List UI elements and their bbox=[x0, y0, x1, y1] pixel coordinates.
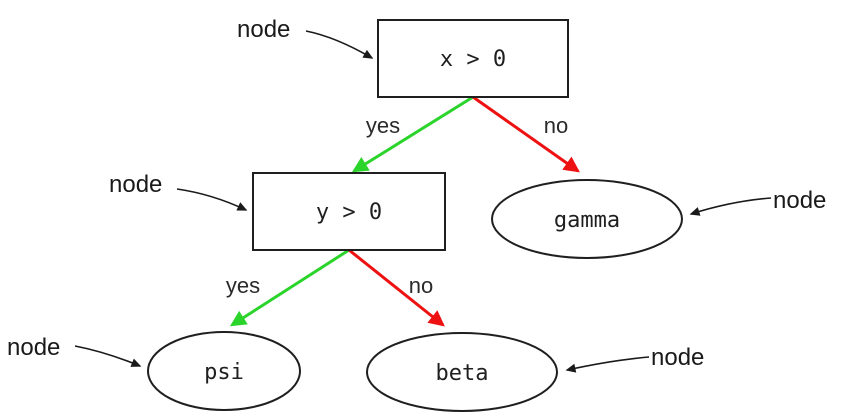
node-beta-label: beta bbox=[436, 361, 489, 386]
annotation-label-ytest: node bbox=[109, 171, 162, 198]
edge-label-no-2: no bbox=[409, 273, 433, 298]
annotation-label-psi: node bbox=[7, 334, 60, 361]
node-psi-label: psi bbox=[204, 360, 244, 385]
annotation-label-beta: node bbox=[651, 344, 704, 371]
annotation-label-gamma: node bbox=[773, 187, 826, 214]
annotation-arrow-root bbox=[305, 30, 374, 59]
node-psi-ellipse bbox=[147, 331, 301, 411]
node-gamma-label: gamma bbox=[554, 208, 620, 233]
annotation-arrow-gamma bbox=[689, 197, 772, 216]
edges: yes no yes no bbox=[226, 95, 580, 327]
node-gamma-ellipse bbox=[491, 179, 683, 259]
node-root-box bbox=[377, 19, 569, 98]
edge-label-yes-1: yes bbox=[366, 113, 400, 138]
edge-label-no-1: no bbox=[544, 113, 568, 138]
annotation-arrow-psi bbox=[74, 345, 142, 367]
edge-label-yes-2: yes bbox=[226, 273, 260, 298]
edge-root-no bbox=[472, 95, 580, 173]
annotation-arrow-beta bbox=[565, 356, 650, 373]
annotations: node node node node node bbox=[7, 16, 826, 373]
edge-ytest-yes bbox=[229, 248, 350, 327]
node-root-label: x > 0 bbox=[440, 47, 506, 72]
nodes: x > 0 y > 0 gamma psi beta bbox=[147, 19, 683, 412]
node-ytest-label: y > 0 bbox=[316, 200, 382, 225]
edge-root-yes bbox=[351, 95, 474, 173]
edge-ytest-no bbox=[348, 248, 445, 327]
annotation-label-root: node bbox=[237, 16, 290, 43]
annotation-arrow-ytest bbox=[176, 188, 248, 211]
node-ytest-box bbox=[252, 172, 446, 251]
node-beta-ellipse bbox=[366, 332, 558, 412]
